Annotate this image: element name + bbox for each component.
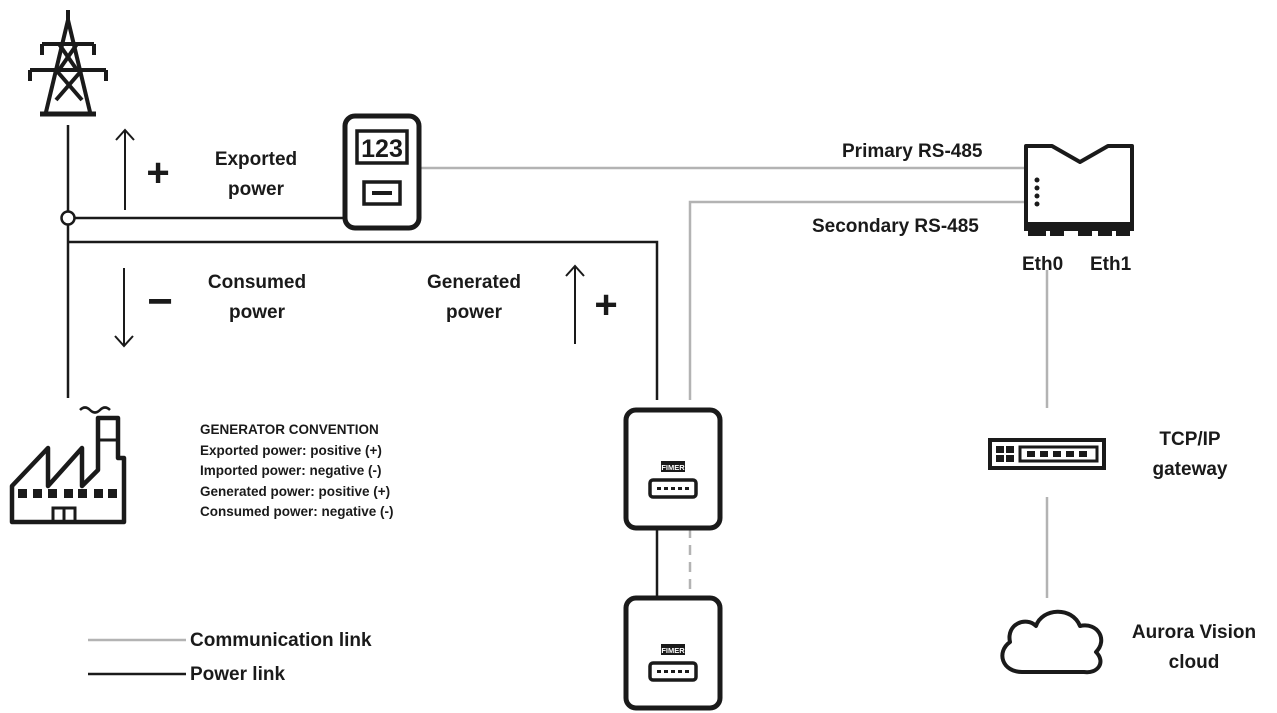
aurora-cloud-label-line2: cloud [1168,652,1220,673]
exported-power-label-line2: power [228,179,284,200]
aurora-cloud-label: Aurora Vision cloud [1118,618,1270,678]
power-tower-icon [28,10,108,117]
meter-display-text: 123 [361,135,403,163]
generated-power-arrow-icon [565,264,585,344]
tcp-gateway-label: TCP/IP gateway [1130,425,1250,485]
consumed-power-label: Consumed power [196,268,318,328]
eth1-label: Eth1 [1090,254,1132,275]
eth0-label: Eth0 [1022,254,1064,275]
generated-power-label-line1: Generated [427,272,521,293]
generated-plus-sign: + [594,283,617,327]
convention-line: Exported power: positive (+) [200,442,382,458]
convention-line: Consumed power: negative (-) [200,504,394,519]
secondary-rs485-label: Secondary RS-485 [812,216,979,237]
communication-links [420,166,1049,598]
generator-convention-block: GENERATOR CONVENTION Exported power: pos… [200,420,394,523]
factory-icon [9,406,127,525]
consumed-power-arrow-icon [114,268,134,348]
network-switch-icon [988,438,1106,470]
convention-line: Generated power: positive (+) [200,483,391,499]
energy-meter-icon: 123 [342,113,422,231]
consumed-minus-sign: − [147,277,173,326]
convention-title: GENERATOR CONVENTION [200,422,379,437]
generated-power-label: Generated power [412,268,536,328]
exported-power-arrow-icon [115,128,135,210]
generated-power-label-line2: power [446,302,502,323]
inverter-icon: FIMER [623,595,723,711]
convention-line: Imported power: negative (-) [200,463,382,478]
consumed-power-label-line1: Consumed [207,272,307,293]
generation-line [68,240,659,400]
inverter-brand-label: FIMER [661,646,685,655]
exported-power-label-line1: Exported [214,149,298,170]
power-links [66,125,659,598]
cloud-icon [1000,609,1104,675]
legend-communication-label: Communication link [190,630,372,651]
inverter-brand-label: FIMER [661,463,685,472]
inverter-icon: FIMER [623,407,723,531]
legend-power-label: Power link [190,664,286,685]
consumed-power-label-line2: power [229,302,285,323]
exported-power-label: Exported power [200,145,312,205]
primary-rs485-label: Primary RS-485 [842,141,983,162]
tcp-gateway-label-line1: TCP/IP [1159,429,1221,450]
tcp-gateway-label-line2: gateway [1152,459,1228,480]
exported-plus-sign: + [146,151,169,195]
aurora-cloud-label-line1: Aurora Vision [1131,622,1257,643]
junction-node [60,210,76,226]
datalogger-icon [1024,144,1134,236]
secondary-rs485-link [688,200,1030,400]
